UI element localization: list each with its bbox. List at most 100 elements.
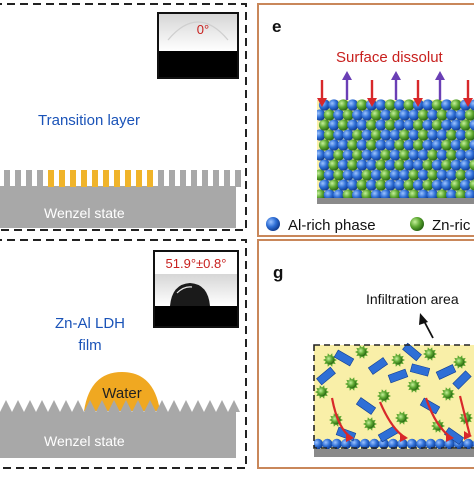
- al-rich-sphere: [342, 149, 354, 161]
- zn-rich-sphere: [347, 159, 359, 171]
- zn-rich-core: [425, 349, 435, 359]
- al-rich-sphere: [337, 179, 349, 191]
- zn-rich-core: [409, 381, 419, 391]
- zn-rich-sphere: [342, 189, 354, 200]
- al-rich-sphere: [352, 169, 364, 181]
- al-rich-sphere: [441, 179, 453, 191]
- surface-pillar: [81, 170, 87, 187]
- al-rich-sphere: [417, 149, 429, 161]
- al-rich-sphere: [380, 189, 392, 200]
- panel-e: e Surface dissolut Al-rich phase Zn-ric: [257, 3, 474, 237]
- al-rich-sphere: [323, 149, 335, 161]
- al-rich-sphere: [408, 129, 420, 141]
- al-rich-sphere: [399, 169, 411, 181]
- left-top-panel: 0° Transition layer Wenzel state: [0, 3, 247, 231]
- al-rich-sphere: [370, 149, 382, 161]
- al-rich-sphere: [318, 179, 331, 191]
- zn-rich-core: [397, 413, 407, 423]
- zn-rich-sphere: [403, 99, 415, 111]
- zn-rich-sphere: [427, 169, 439, 181]
- surface-pillar: [37, 170, 43, 187]
- zn-rich-sphere: [427, 149, 439, 161]
- al-rich-sphere: [425, 438, 436, 450]
- zn-rich-sphere: [408, 169, 420, 181]
- al-rich-sphere: [412, 179, 425, 191]
- substrate-block: [0, 186, 236, 228]
- zn-rich-sphere: [323, 109, 335, 121]
- zn-rich-sphere: [347, 139, 359, 151]
- al-rich-sphere: [469, 139, 474, 151]
- zn-rich-sphere: [317, 189, 326, 200]
- al-rich-sphere: [427, 129, 439, 141]
- al-rich-sphere: [422, 139, 434, 151]
- al-rich-sphere: [342, 169, 354, 181]
- al-rich-sphere: [446, 169, 458, 181]
- al-rich-sphere: [370, 169, 382, 181]
- panel-letter-g: g: [273, 263, 283, 282]
- substrate-e: [317, 198, 474, 204]
- al-rich-sphere: [459, 179, 472, 191]
- zn-rich-sphere: [469, 159, 474, 171]
- arrowhead: [367, 98, 377, 107]
- water-label: Water: [102, 385, 141, 402]
- zn-rich-sphere: [365, 119, 378, 131]
- zn-rich-sphere: [446, 149, 458, 161]
- al-rich-sphere: [427, 109, 439, 121]
- zn-rich-sphere: [352, 129, 364, 141]
- al-rich-sphere: [436, 169, 448, 181]
- al-rich-flake: [435, 364, 457, 380]
- al-rich-sphere: [333, 129, 345, 141]
- al-rich-sphere: [416, 438, 427, 450]
- al-rich-sphere: [375, 139, 387, 151]
- film-label-line1: Zn-Al LDH: [55, 315, 125, 332]
- zn-rich-sphere: [464, 129, 474, 141]
- al-rich-sphere: [469, 119, 474, 131]
- surface-pillar: [103, 170, 109, 187]
- al-rich-sphere: [441, 99, 453, 111]
- surface-pillar: [213, 170, 219, 187]
- infiltration-area-label: Infiltration area: [366, 291, 459, 307]
- zn-rich-sphere: [380, 169, 392, 181]
- al-rich-sphere: [317, 129, 326, 141]
- al-rich-sphere: [394, 179, 406, 191]
- surface-pillar: [92, 170, 98, 187]
- al-rich-flake: [333, 349, 355, 367]
- al-rich-sphere: [328, 119, 340, 131]
- zn-rich-sphere: [361, 189, 373, 200]
- panel-g: g Infiltration area: [257, 239, 474, 469]
- al-rich-flake: [355, 397, 377, 415]
- legend-label-zn: Zn-ric: [432, 217, 471, 234]
- zn-rich-sphere: [365, 139, 378, 151]
- zn-rich-sphere: [375, 159, 387, 171]
- zn-rich-sphere: [356, 179, 368, 191]
- zn-rich-sphere: [328, 159, 340, 171]
- surface-pillar: [147, 170, 153, 187]
- panel-border: [257, 3, 474, 237]
- al-rich-sphere: [350, 438, 361, 450]
- zn-rich-sphere: [375, 179, 387, 191]
- substrate-block: [0, 412, 236, 458]
- zn-rich-core: [455, 357, 465, 367]
- al-rich-sphere: [333, 109, 345, 121]
- al-rich-sphere: [464, 189, 474, 200]
- al-rich-sphere: [406, 438, 418, 450]
- zn-rich-sphere: [328, 179, 340, 191]
- zn-rich-sphere: [455, 189, 467, 200]
- al-rich-sphere: [412, 159, 425, 171]
- arrowhead: [342, 71, 352, 80]
- al-rich-sphere: [378, 438, 389, 450]
- zn-rich-sphere: [356, 99, 368, 111]
- al-rich-sphere: [394, 119, 406, 131]
- al-rich-sphere: [403, 139, 415, 151]
- al-rich-sphere: [369, 438, 380, 450]
- al-rich-sphere: [408, 109, 420, 121]
- zn-rich-sphere: [389, 109, 401, 121]
- zn-rich-core: [317, 387, 327, 397]
- zn-rich-sphere: [455, 169, 467, 181]
- al-rich-sphere: [422, 119, 434, 131]
- al-rich-sphere: [450, 159, 462, 171]
- zn-rich-sphere: [412, 119, 425, 131]
- zn-rich-sphere: [403, 179, 415, 191]
- zn-rich-sphere: [417, 109, 429, 121]
